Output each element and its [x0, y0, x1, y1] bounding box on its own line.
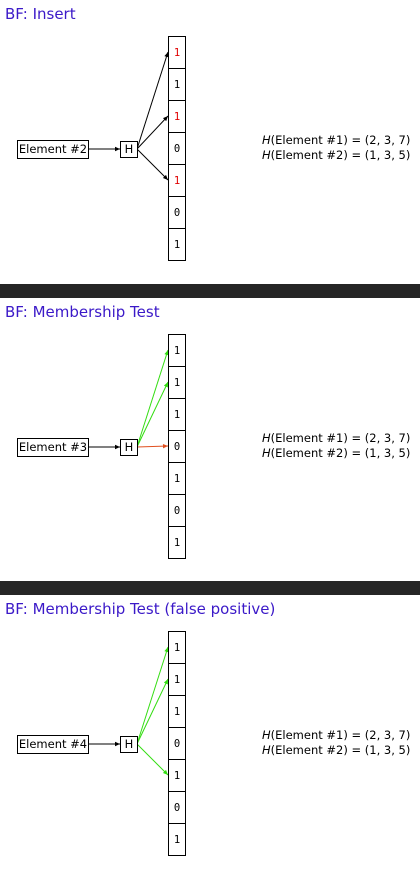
element-box: Element #2	[17, 140, 89, 159]
hash-line: H(Element #1) = (2, 3, 7)	[262, 133, 410, 148]
hash-arg: (Element #1) = (2, 3, 7)	[270, 431, 411, 445]
connector-arrows	[88, 349, 169, 450]
hash-function-box: H	[120, 736, 138, 753]
slide-title: BF: Insert	[5, 5, 76, 23]
bit-cell: 1	[168, 759, 186, 791]
hash-to-bit-arrow	[136, 743, 169, 776]
hash-function-box: H	[120, 439, 138, 456]
slide-title: BF: Membership Test (false positive)	[5, 600, 276, 618]
hash-line: H(Element #1) = (2, 3, 7)	[262, 728, 410, 743]
hash-fn: H	[262, 728, 271, 742]
hash-definitions: H(Element #1) = (2, 3, 7) H(Element #2) …	[262, 728, 410, 758]
element-box: Element #3	[17, 438, 89, 457]
hash-definitions: H(Element #1) = (2, 3, 7) H(Element #2) …	[262, 133, 410, 163]
hash-definitions: H(Element #1) = (2, 3, 7) H(Element #2) …	[262, 431, 410, 461]
slide-title: BF: Membership Test	[5, 303, 160, 321]
bit-cell: 1	[168, 228, 186, 261]
hash-arg: (Element #2) = (1, 3, 5)	[270, 446, 411, 460]
connector-arrows	[88, 646, 169, 776]
hash-arg: (Element #2) = (1, 3, 5)	[270, 743, 411, 757]
hash-fn: H	[262, 446, 271, 460]
hash-arg: (Element #1) = (2, 3, 7)	[270, 133, 411, 147]
bit-cell: 0	[168, 494, 186, 526]
hash-to-bit-arrow	[136, 443, 169, 449]
element-box: Element #4	[17, 735, 89, 754]
bit-cell: 1	[168, 36, 186, 68]
hash-line: H(Element #2) = (1, 3, 5)	[262, 743, 410, 758]
bit-cell: 0	[168, 791, 186, 823]
bit-cell: 1	[168, 695, 186, 727]
bit-cell: 1	[168, 663, 186, 695]
hash-fn: H	[262, 431, 271, 445]
connector-arrows	[88, 51, 169, 181]
element-to-hash-arrow	[88, 444, 120, 450]
hash-line: H(Element #2) = (1, 3, 5)	[262, 148, 410, 163]
hash-function-box: H	[120, 141, 138, 158]
bit-cell: 1	[168, 366, 186, 398]
element-to-hash-arrow	[88, 741, 120, 747]
hash-line: H(Element #2) = (1, 3, 5)	[262, 446, 410, 461]
hash-to-bit-arrow	[136, 115, 169, 150]
hash-to-bit-arrow	[136, 349, 169, 448]
bit-cell: 1	[168, 164, 186, 196]
slide-separator	[0, 581, 420, 595]
hash-fn: H	[262, 148, 271, 162]
slide-insert: BF: Insert Element #2 H 1 1 1 0 1 0 1 H(…	[0, 0, 420, 284]
hash-fn: H	[262, 133, 271, 147]
bit-cell: 1	[168, 68, 186, 100]
bit-cell: 0	[168, 196, 186, 228]
slide-separator	[0, 284, 420, 298]
bit-cell: 0	[168, 727, 186, 759]
hash-arg: (Element #2) = (1, 3, 5)	[270, 148, 411, 162]
bit-cell: 0	[168, 132, 186, 164]
bit-cell: 1	[168, 526, 186, 559]
element-to-hash-arrow	[88, 146, 120, 152]
bit-cell: 1	[168, 334, 186, 366]
bit-array: 1 1 1 0 1 0 1	[168, 334, 186, 559]
hash-to-bit-arrow	[136, 381, 169, 448]
hash-to-bit-arrow	[136, 678, 169, 745]
hash-to-bit-arrow	[136, 148, 169, 181]
bit-array: 1 1 1 0 1 0 1	[168, 631, 186, 856]
bit-cell: 1	[168, 398, 186, 430]
hash-to-bit-arrow	[136, 51, 169, 150]
hash-to-bit-arrow	[136, 646, 169, 745]
bit-cell: 0	[168, 430, 186, 462]
hash-fn: H	[262, 743, 271, 757]
slide-false-positive: BF: Membership Test (false positive) Ele…	[0, 595, 420, 879]
hash-arg: (Element #1) = (2, 3, 7)	[270, 728, 411, 742]
bit-array: 1 1 1 0 1 0 1	[168, 36, 186, 261]
bit-cell: 1	[168, 631, 186, 663]
bit-cell: 1	[168, 823, 186, 856]
hash-line: H(Element #1) = (2, 3, 7)	[262, 431, 410, 446]
bit-cell: 1	[168, 100, 186, 132]
slide-membership-test: BF: Membership Test Element #3 H 1 1 1 0…	[0, 298, 420, 582]
bit-cell: 1	[168, 462, 186, 494]
